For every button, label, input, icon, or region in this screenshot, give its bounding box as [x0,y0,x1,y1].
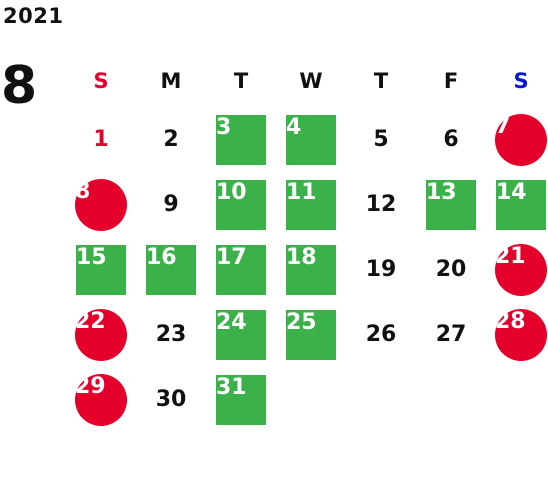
weekday-header-label: T [233,69,249,93]
holiday-day-circle: 22 [75,308,127,361]
holiday-day-circle: 21 [495,243,547,296]
day-cell [276,367,346,432]
holiday-day-circle: 8 [75,178,127,231]
day-number: 27 [435,322,467,347]
day-cell[interactable]: 20 [416,237,486,302]
day-number: 6 [443,127,459,152]
day-cell[interactable]: 23 [136,302,206,367]
day-cell[interactable]: 16 [136,237,206,302]
day-number: 12 [365,192,397,217]
highlighted-day-square: 24 [216,309,266,360]
day-number: 9 [163,192,179,217]
day-number: 20 [435,257,467,282]
month-number: 8 [1,56,38,116]
highlighted-day-square: 25 [286,309,336,360]
day-number: 5 [373,127,389,152]
highlighted-day-square: 18 [286,244,336,295]
day-cell[interactable]: 26 [346,302,416,367]
weekday-header-label: M [160,69,182,93]
day-cell[interactable]: 11 [276,172,346,237]
day-cell[interactable]: 9 [136,172,206,237]
day-number: 2 [163,127,179,152]
day-cell[interactable]: 14 [486,172,548,237]
day-cell[interactable]: 12 [346,172,416,237]
weekday-header-cell: F [416,55,486,107]
day-cell[interactable]: 18 [276,237,346,302]
day-cell[interactable]: 13 [416,172,486,237]
highlighted-day-square: 15 [76,244,126,295]
holiday-day-circle: 28 [495,308,547,361]
year-label: 2021 [3,4,64,28]
highlighted-day-square: 17 [216,244,266,295]
day-cell [346,367,416,432]
day-number: 26 [365,322,397,347]
weekday-header-cell: M [136,55,206,107]
highlighted-day-square: 16 [146,244,196,295]
day-cell[interactable]: 30 [136,367,206,432]
weekday-header-label: T [373,69,389,93]
day-cell[interactable]: 21 [486,237,548,302]
day-cell[interactable]: 15 [66,237,136,302]
day-cell[interactable]: 4 [276,107,346,172]
day-cell[interactable]: 6 [416,107,486,172]
weekday-header-cell: T [206,55,276,107]
weekday-header-cell: T [346,55,416,107]
weekday-header-label: F [443,69,459,93]
day-cell[interactable]: 3 [206,107,276,172]
day-number: 19 [365,257,397,282]
day-cell[interactable]: 29 [66,367,136,432]
day-cell[interactable]: 5 [346,107,416,172]
day-cell[interactable]: 8 [66,172,136,237]
weekday-header-cell: W [276,55,346,107]
day-number: 30 [155,387,187,412]
weekday-header-label: S [513,69,529,93]
weekday-header-label: W [299,69,323,93]
day-cell[interactable]: 17 [206,237,276,302]
weekday-header-cell: S [486,55,548,107]
day-cell[interactable]: 1 [66,107,136,172]
weekday-header-cell: S [66,55,136,107]
highlighted-day-square: 31 [216,374,266,425]
day-cell[interactable]: 25 [276,302,346,367]
day-cell[interactable]: 31 [206,367,276,432]
highlighted-day-square: 4 [286,114,336,165]
day-cell[interactable]: 19 [346,237,416,302]
day-cell [486,367,548,432]
highlighted-day-square: 14 [496,179,546,230]
day-number: 1 [93,127,109,152]
day-cell[interactable]: 27 [416,302,486,367]
day-cell[interactable]: 2 [136,107,206,172]
day-cell[interactable]: 24 [206,302,276,367]
day-cell[interactable]: 7 [486,107,548,172]
day-cell [416,367,486,432]
highlighted-day-square: 11 [286,179,336,230]
weekday-header-label: S [93,69,109,93]
day-cell[interactable]: 22 [66,302,136,367]
holiday-day-circle: 7 [495,113,547,166]
highlighted-day-square: 13 [426,179,476,230]
day-number: 23 [155,322,187,347]
highlighted-day-square: 3 [216,114,266,165]
highlighted-day-square: 10 [216,179,266,230]
day-cell[interactable]: 28 [486,302,548,367]
holiday-day-circle: 29 [75,373,127,426]
day-cell[interactable]: 10 [206,172,276,237]
